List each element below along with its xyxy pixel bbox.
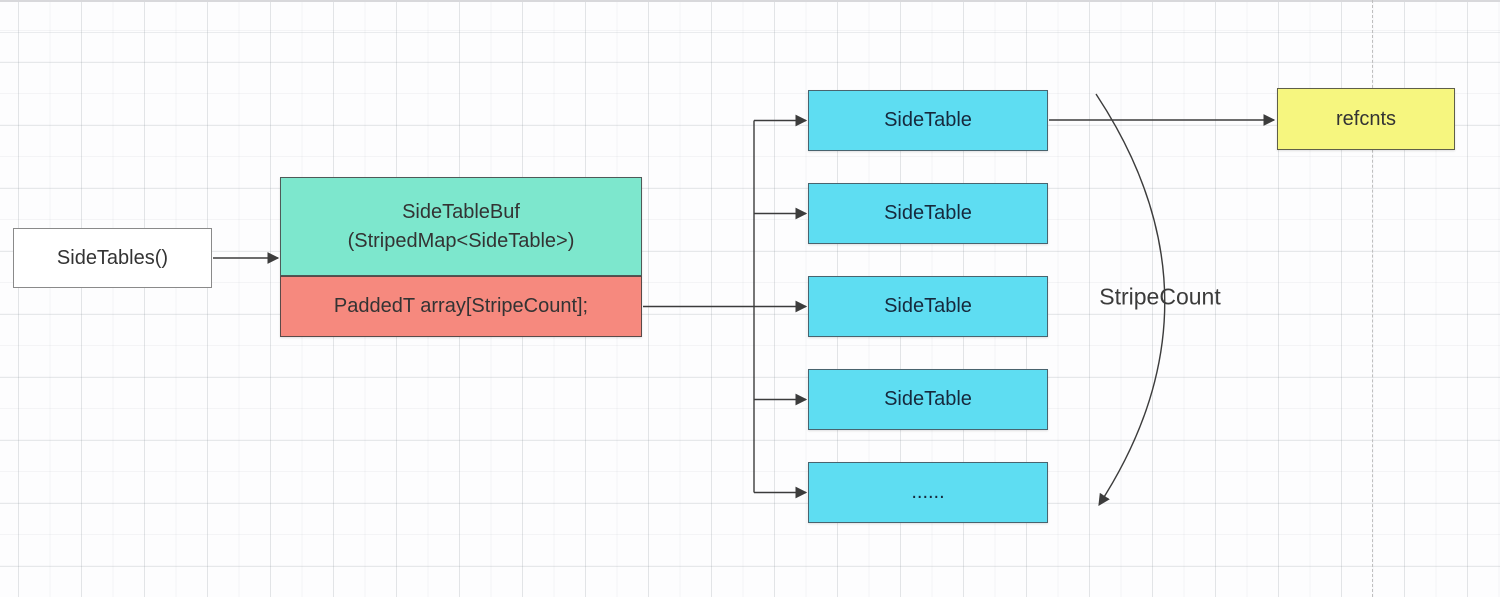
node-sidetable-ellipsis-label: ...... bbox=[911, 481, 945, 503]
node-sidetable-2-label: SideTable bbox=[884, 202, 972, 224]
node-sidetable-1-label: SideTable bbox=[884, 109, 972, 131]
node-sidetable-3: SideTable bbox=[808, 276, 1048, 337]
page-break-dashed-line bbox=[1372, 0, 1373, 597]
top-edge-divider bbox=[0, 0, 1500, 2]
node-paddedt-array: PaddedT array[StripeCount]; bbox=[280, 276, 642, 337]
node-paddedt-label: PaddedT array[StripeCount]; bbox=[333, 295, 589, 317]
node-sidetablebuf-title: SideTableBuf bbox=[402, 200, 520, 223]
node-sidetablebuf: SideTableBuf (StripedMap<SideTable>) bbox=[280, 177, 642, 276]
node-sidetables-label: SideTables() bbox=[56, 246, 169, 269]
node-sidetables-function: SideTables() bbox=[13, 228, 212, 288]
node-sidetable-4-label: SideTable bbox=[884, 388, 972, 410]
node-sidetable-1: SideTable bbox=[808, 90, 1048, 151]
stripecount-annotation: StripeCount bbox=[1099, 283, 1221, 310]
node-sidetablebuf-subtitle: (StripedMap<SideTable>) bbox=[347, 229, 575, 252]
node-sidetable-ellipsis: ...... bbox=[808, 462, 1048, 523]
node-sidetable-4: SideTable bbox=[808, 369, 1048, 430]
node-refcnts: refcnts bbox=[1277, 88, 1455, 150]
node-sidetable-2: SideTable bbox=[808, 183, 1048, 244]
node-refcnts-label: refcnts bbox=[1335, 107, 1397, 130]
node-sidetable-3-label: SideTable bbox=[884, 295, 972, 317]
